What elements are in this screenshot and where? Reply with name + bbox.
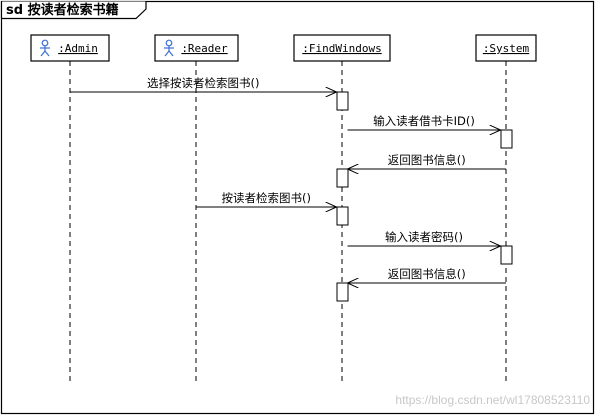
activation-bar bbox=[500, 129, 513, 149]
lifeline-box bbox=[154, 34, 239, 62]
lifeline-findwindows: :FindWindows bbox=[293, 34, 391, 382]
message-1: 选择按读者检索图书() bbox=[70, 76, 337, 92]
lifeline-system: :System bbox=[475, 34, 537, 382]
frame-title-tab bbox=[0, 1, 147, 20]
lifeline-label: :Reader bbox=[181, 42, 228, 55]
activations-layer bbox=[336, 91, 513, 302]
activation-bar bbox=[336, 91, 349, 111]
lifeline-label: :System bbox=[483, 42, 530, 55]
lifeline-label: :Admin bbox=[58, 42, 98, 55]
message-5: 输入读者密码() bbox=[347, 230, 501, 246]
lifeline-reader: :Reader bbox=[154, 34, 239, 382]
watermark-text: https://blog.csdn.net/wl17808523110 bbox=[395, 393, 590, 407]
actor-icon bbox=[40, 39, 50, 57]
actor-icon bbox=[164, 39, 174, 57]
lifelines-layer: :Admin :Reader :FindWindows :System bbox=[30, 34, 537, 382]
message-6: 返回图书信息() bbox=[348, 267, 506, 283]
message-label: 选择按读者检索图书() bbox=[147, 76, 259, 90]
lifeline-box bbox=[293, 34, 391, 62]
messages-layer: 选择按读者检索图书() 输入读者借书卡ID() 返回图书信息() 按读者检索图书() 输… bbox=[70, 76, 506, 283]
lifeline-label: :FindWindows bbox=[302, 42, 381, 55]
activation-bar bbox=[500, 245, 513, 265]
frame-title: sd 按读者检索书籍 bbox=[6, 2, 119, 18]
message-3: 返回图书信息() bbox=[348, 153, 506, 169]
message-label: 返回图书信息() bbox=[388, 153, 466, 167]
activation-bar bbox=[336, 282, 349, 302]
message-2: 输入读者借书卡ID() bbox=[347, 114, 501, 130]
message-4: 按读者检索图书() bbox=[196, 191, 337, 207]
message-label: 按读者检索图书() bbox=[222, 191, 311, 205]
message-label: 返回图书信息() bbox=[388, 267, 466, 281]
activation-bar bbox=[336, 168, 349, 188]
activation-bar bbox=[336, 206, 349, 226]
lifeline-box bbox=[475, 34, 537, 62]
message-label: 输入读者密码() bbox=[385, 230, 463, 244]
message-label: 输入读者借书卡ID() bbox=[373, 114, 475, 128]
lifeline-admin: :Admin bbox=[30, 34, 110, 382]
